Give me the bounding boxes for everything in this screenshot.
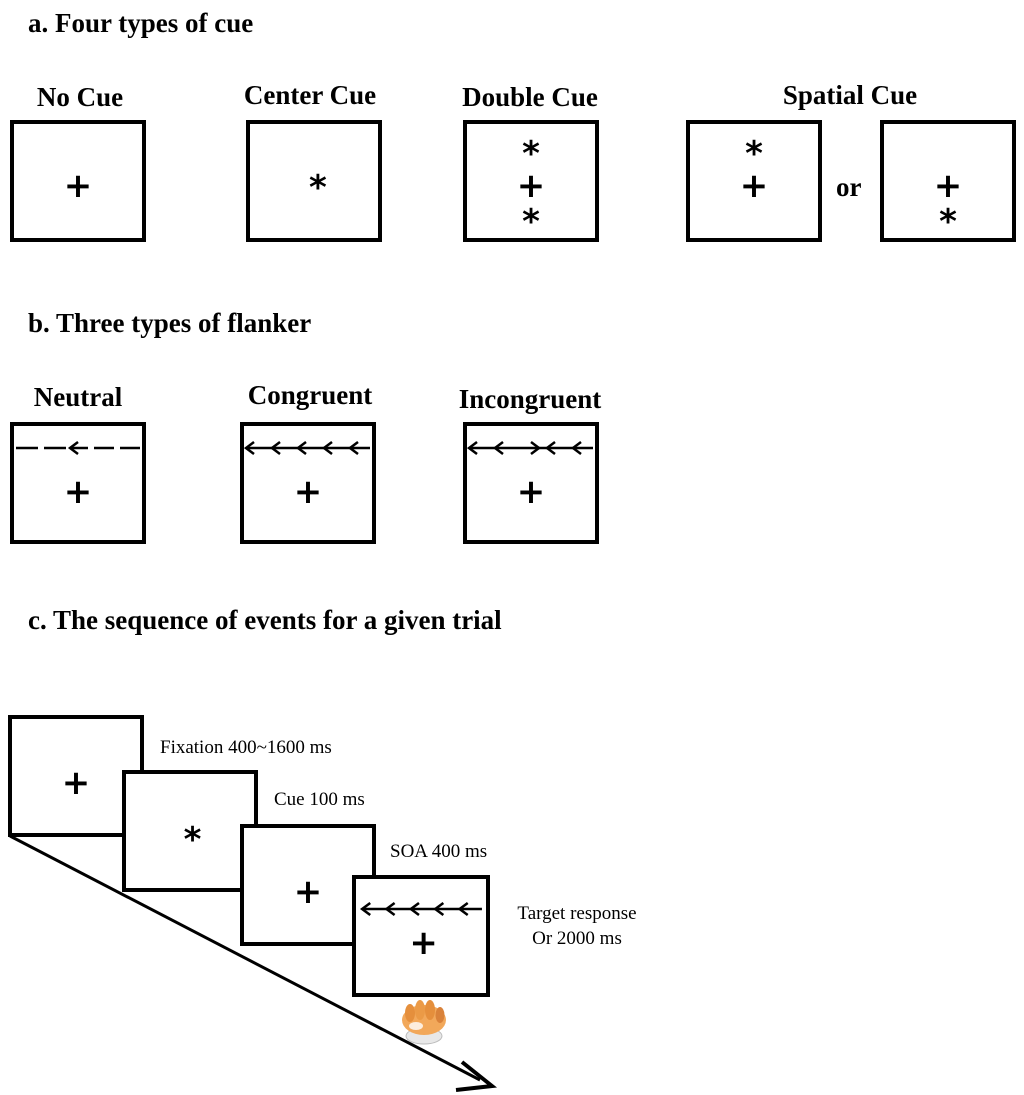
fixation-plus: + xyxy=(63,472,93,513)
target-flanker-row xyxy=(359,902,482,916)
fixation-plus: + xyxy=(516,472,546,513)
spatial-cue-star-lower: * xyxy=(939,202,957,243)
no-cue-box: + xyxy=(10,120,146,242)
section-a-title: a. Four types of cue xyxy=(28,8,254,38)
spatial-cue-star-upper: * xyxy=(745,133,763,174)
double-cue-box: * + * xyxy=(463,120,599,242)
congruent-label: Congruent xyxy=(247,380,373,410)
fixation-plus: + xyxy=(933,165,963,206)
target-duration-label: Target response Or 2000 ms xyxy=(502,902,652,951)
cue-frame: * xyxy=(122,770,258,892)
spatial-cue-upper-box: * + xyxy=(686,120,822,242)
spatial-cue-label: Spatial Cue xyxy=(782,80,918,110)
center-cue-box: * xyxy=(246,120,382,242)
fixation-duration-label: Fixation 400~1600 ms xyxy=(160,737,332,758)
fixation-plus: + xyxy=(63,165,93,206)
incongruent-box: + xyxy=(463,422,599,544)
center-cue-star: * xyxy=(183,820,202,861)
or-text: or xyxy=(836,172,862,202)
incongruent-flanker-row xyxy=(467,441,593,455)
center-cue-star: * xyxy=(308,167,327,208)
no-cue-label: No Cue xyxy=(36,82,124,112)
double-cue-label: Double Cue xyxy=(462,82,598,112)
center-cue-label: Center Cue xyxy=(243,80,377,110)
neutral-label: Neutral xyxy=(33,382,123,412)
congruent-flanker-row xyxy=(244,441,370,455)
fixation-plus: + xyxy=(293,871,323,912)
fixation-plus: + xyxy=(293,472,323,513)
fixation-plus: + xyxy=(739,165,769,206)
target-frame: + xyxy=(352,875,490,997)
fixation-plus: + xyxy=(409,922,438,963)
fixation-plus: + xyxy=(516,165,546,206)
cue-duration-label: Cue 100 ms xyxy=(274,789,365,810)
section-c-title: c. The sequence of events for a given tr… xyxy=(28,605,502,635)
double-cue-star-top: * xyxy=(522,133,540,174)
incongruent-label: Incongruent xyxy=(458,384,602,414)
double-cue-star-bottom: * xyxy=(522,202,540,243)
neutral-box: + xyxy=(10,422,146,544)
spatial-cue-lower-box: + * xyxy=(880,120,1016,242)
target-duration-line2: Or 2000 ms xyxy=(532,927,622,949)
target-duration-line1: Target response xyxy=(517,903,637,924)
congruent-box: + xyxy=(240,422,376,544)
fixation-frame: + xyxy=(8,715,144,837)
fixation-plus: + xyxy=(61,762,91,803)
soa-duration-label: SOA 400 ms xyxy=(390,841,488,862)
section-b-title: b. Three types of flanker xyxy=(28,308,312,338)
neutral-flanker-row xyxy=(16,441,140,455)
